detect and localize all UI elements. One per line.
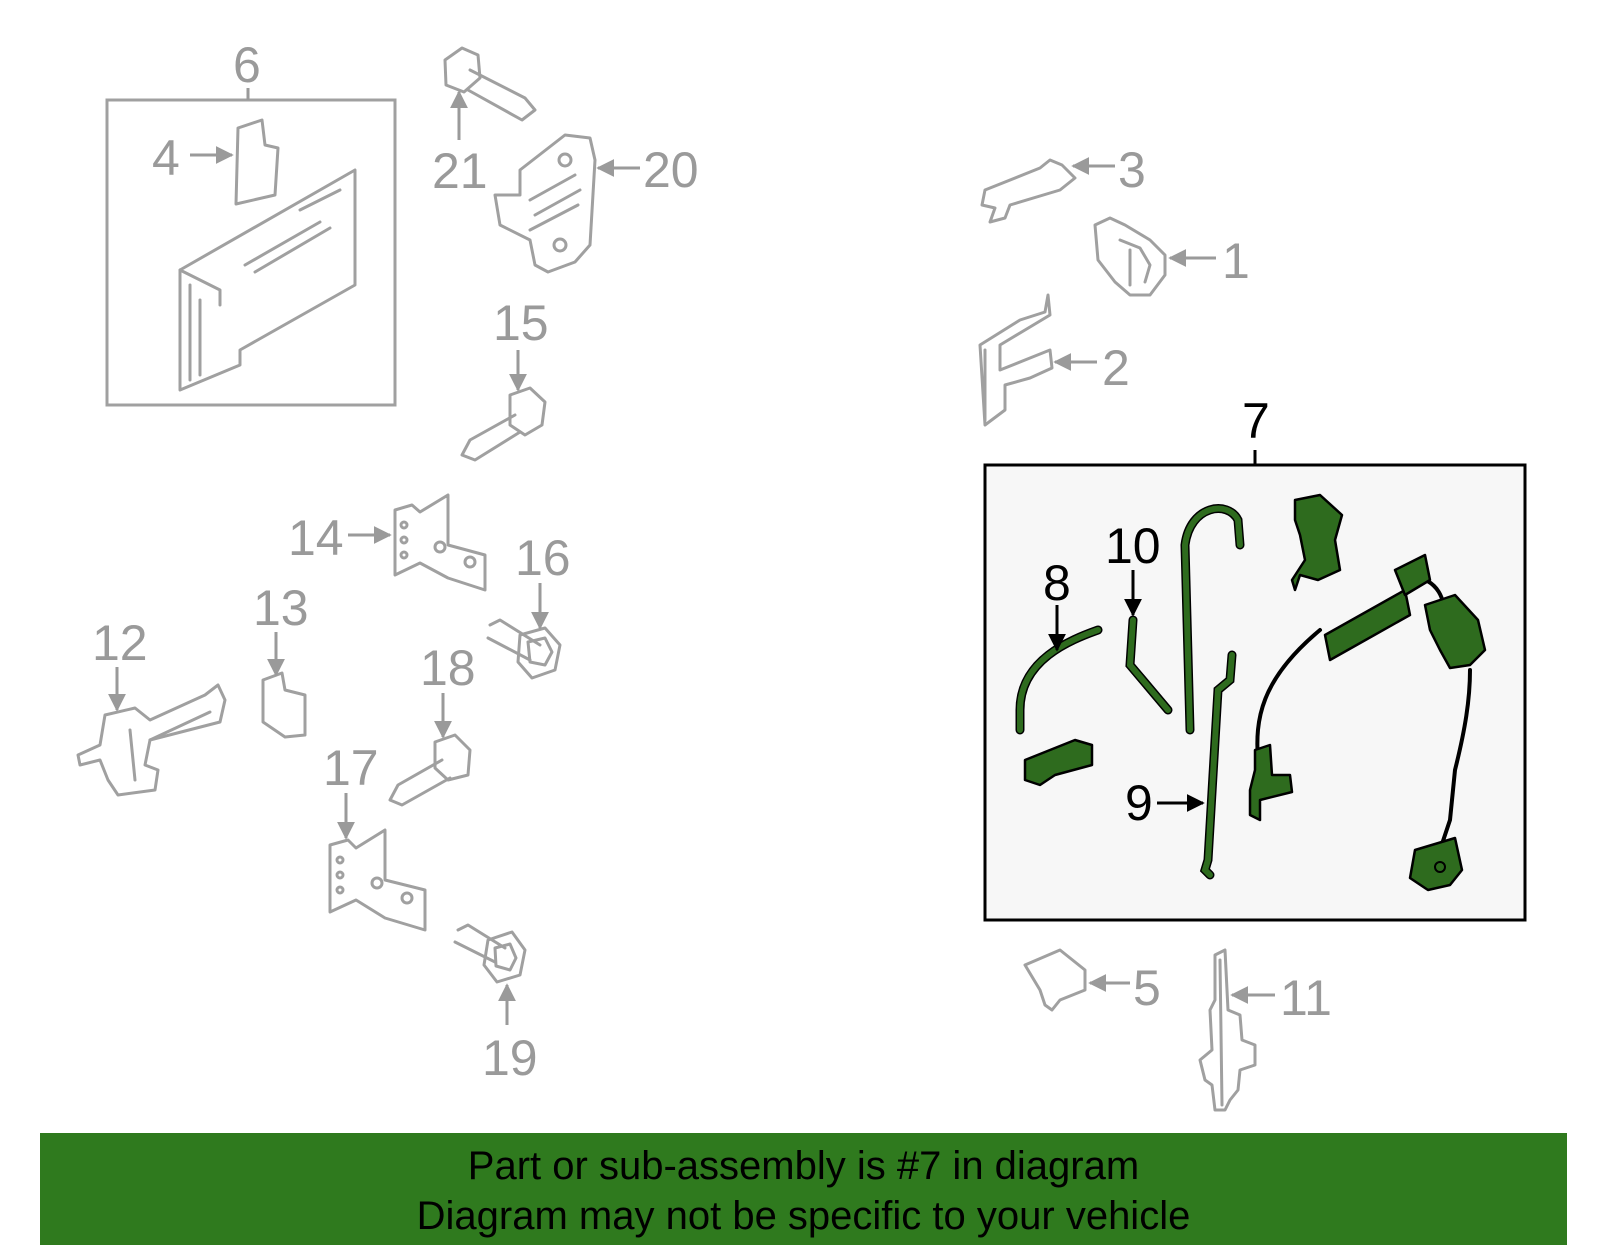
- callout-4: 4: [152, 130, 180, 186]
- callout-18: 18: [420, 640, 476, 696]
- callout-19: 19: [482, 1030, 538, 1086]
- part-12-handle[interactable]: [76, 683, 227, 797]
- banner-line-1: Part or sub-assembly is #7 in diagram: [467, 1144, 1140, 1188]
- part-18-bolt[interactable]: [388, 733, 472, 807]
- callout-6: 6: [233, 37, 261, 93]
- part-14-hinge[interactable]: [393, 493, 487, 592]
- callout-10: 10: [1105, 518, 1161, 574]
- part-19-bolt[interactable]: [453, 923, 527, 984]
- banner-line-2: Diagram may not be specific to your vehi…: [416, 1194, 1191, 1238]
- part-17-hinge[interactable]: [328, 828, 427, 932]
- callout-3: 3: [1118, 142, 1146, 198]
- info-banner: Part or sub-assembly is #7 in diagram Di…: [40, 1133, 1567, 1245]
- callout-13: 13: [253, 580, 309, 636]
- callout-7: 7: [1242, 393, 1270, 449]
- part-7-hook-rod[interactable]: [1180, 504, 1245, 735]
- part-7-cable[interactable]: [1248, 553, 1487, 892]
- part-16-bolt[interactable]: [486, 618, 562, 680]
- callout-12: 12: [92, 615, 148, 671]
- callout-2: 2: [1102, 340, 1130, 396]
- callout-17: 17: [323, 740, 379, 796]
- part-8-rod[interactable]: [1015, 625, 1103, 787]
- part-20-striker[interactable]: [493, 133, 597, 274]
- part-5-clip[interactable]: [1023, 948, 1087, 1012]
- part-13-pad[interactable]: [261, 671, 307, 739]
- part-2-bracket[interactable]: [978, 293, 1054, 427]
- part-6-module-box[interactable]: [105, 88, 397, 407]
- part-10-rod[interactable]: [1125, 615, 1173, 715]
- part-4-label-plate[interactable]: [234, 118, 280, 206]
- callout-16: 16: [515, 530, 571, 586]
- callout-14: 14: [288, 510, 344, 566]
- part-3-clip[interactable]: [980, 158, 1077, 224]
- callout-9: 9: [1125, 775, 1153, 831]
- callout-20: 20: [643, 142, 699, 198]
- part-9-rod[interactable]: [1199, 650, 1237, 880]
- callout-21: 21: [432, 143, 488, 199]
- part-11-rod[interactable]: [1198, 948, 1257, 1112]
- callout-8: 8: [1043, 555, 1071, 611]
- callout-1: 1: [1222, 233, 1250, 289]
- part-1-lock-cylinder[interactable]: [1093, 216, 1167, 297]
- part-21-bolt[interactable]: [443, 46, 537, 122]
- callout-11: 11: [1280, 970, 1332, 1026]
- part-7-actuator[interactable]: [1290, 493, 1344, 592]
- callout-5: 5: [1133, 960, 1161, 1016]
- callout-15: 15: [493, 295, 549, 351]
- part-15-bolt[interactable]: [460, 386, 547, 462]
